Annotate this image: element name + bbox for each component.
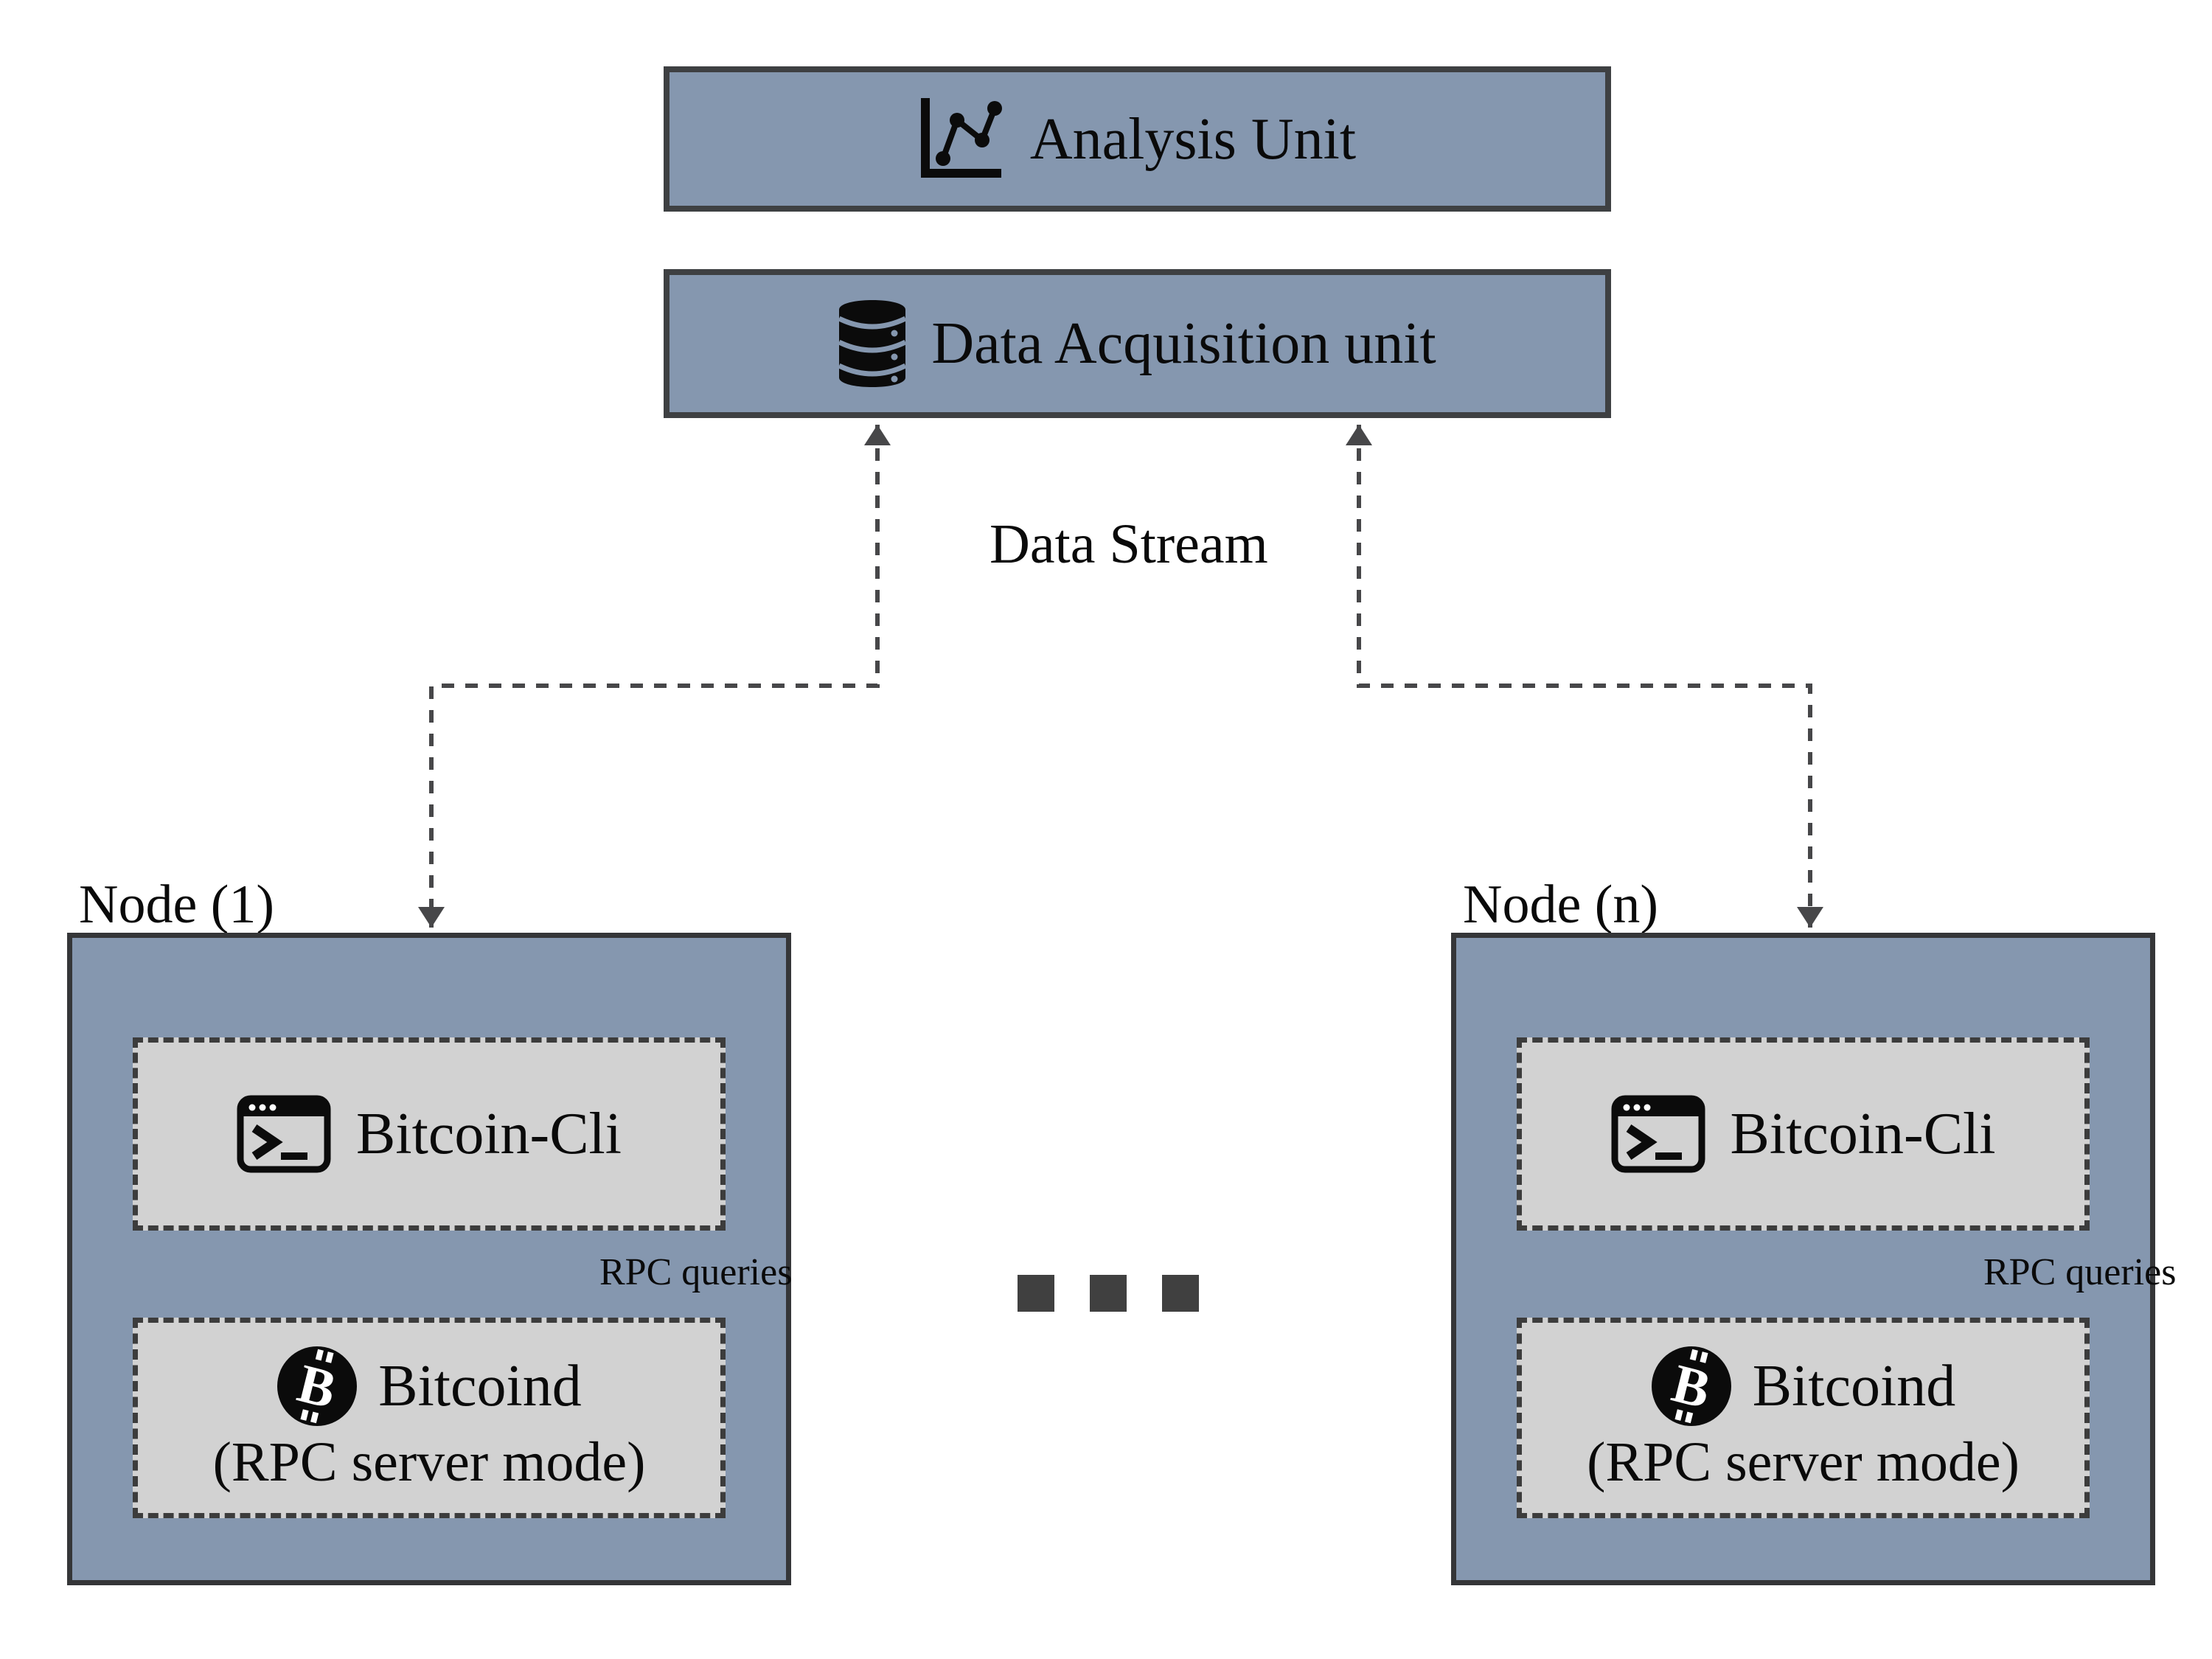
ellipsis-dot [1162, 1275, 1199, 1312]
bitcoind-label: Bitcoind [378, 1354, 582, 1419]
terminal-icon [237, 1095, 331, 1173]
analysis-unit-label: Analysis Unit [1029, 106, 1357, 172]
node-n: Node (n) Bitcoin-Cli RPC queries [1451, 864, 2176, 1585]
data-stream-connector-left [418, 425, 891, 928]
node-1-bitcoin-cli-box: Bitcoin-Cli [133, 1037, 726, 1231]
database-icon [838, 300, 907, 387]
node-n-title: Node (n) [1463, 874, 1659, 935]
nodes-ellipsis [1018, 1275, 1199, 1312]
line-chart-icon [920, 97, 1002, 178]
bitcoin-icon: B [277, 1346, 358, 1426]
bitcoin-cli-label: Bitcoin-Cli [1730, 1102, 1996, 1166]
node-1: Node (1) Bitcoin-Cli RPC queries [67, 864, 793, 1585]
node-1-title: Node (1) [79, 874, 275, 935]
bitcoind-label: Bitcoind [1752, 1354, 1956, 1419]
node-1-bitcoind-box: B Bitcoind (RPC server mode) [133, 1318, 726, 1518]
node-1-box: Bitcoin-Cli RPC queries B [67, 933, 793, 1585]
ellipsis-dot [1018, 1275, 1054, 1312]
node-n-bitcoind-box: B Bitcoind (RPC server mode) [1517, 1318, 2090, 1518]
data-acquisition-label: Data Acquisition unit [931, 311, 1436, 376]
analysis-unit-box: Analysis Unit [664, 66, 1611, 212]
data-acquisition-box: Data Acquisition unit [664, 269, 1611, 418]
node-1-rpc-queries-label: RPC queries [599, 1251, 793, 1293]
node-n-rpc-queries-label: RPC queries [1983, 1251, 2177, 1293]
node-n-box: Bitcoin-Cli RPC queries B [1451, 933, 2176, 1585]
data-stream-connector-right [1346, 425, 1823, 928]
data-stream-label: Data Stream [990, 513, 1268, 575]
node-n-bitcoin-cli-box: Bitcoin-Cli [1517, 1037, 2090, 1231]
bitcoin-icon: B [1651, 1346, 1731, 1426]
bitcoind-mode-label: (RPC server mode) [1587, 1431, 2020, 1493]
bitcoin-cli-label: Bitcoin-Cli [356, 1102, 622, 1166]
terminal-icon [1611, 1095, 1705, 1173]
bitcoind-mode-label: (RPC server mode) [212, 1431, 646, 1493]
ellipsis-dot [1090, 1275, 1127, 1312]
